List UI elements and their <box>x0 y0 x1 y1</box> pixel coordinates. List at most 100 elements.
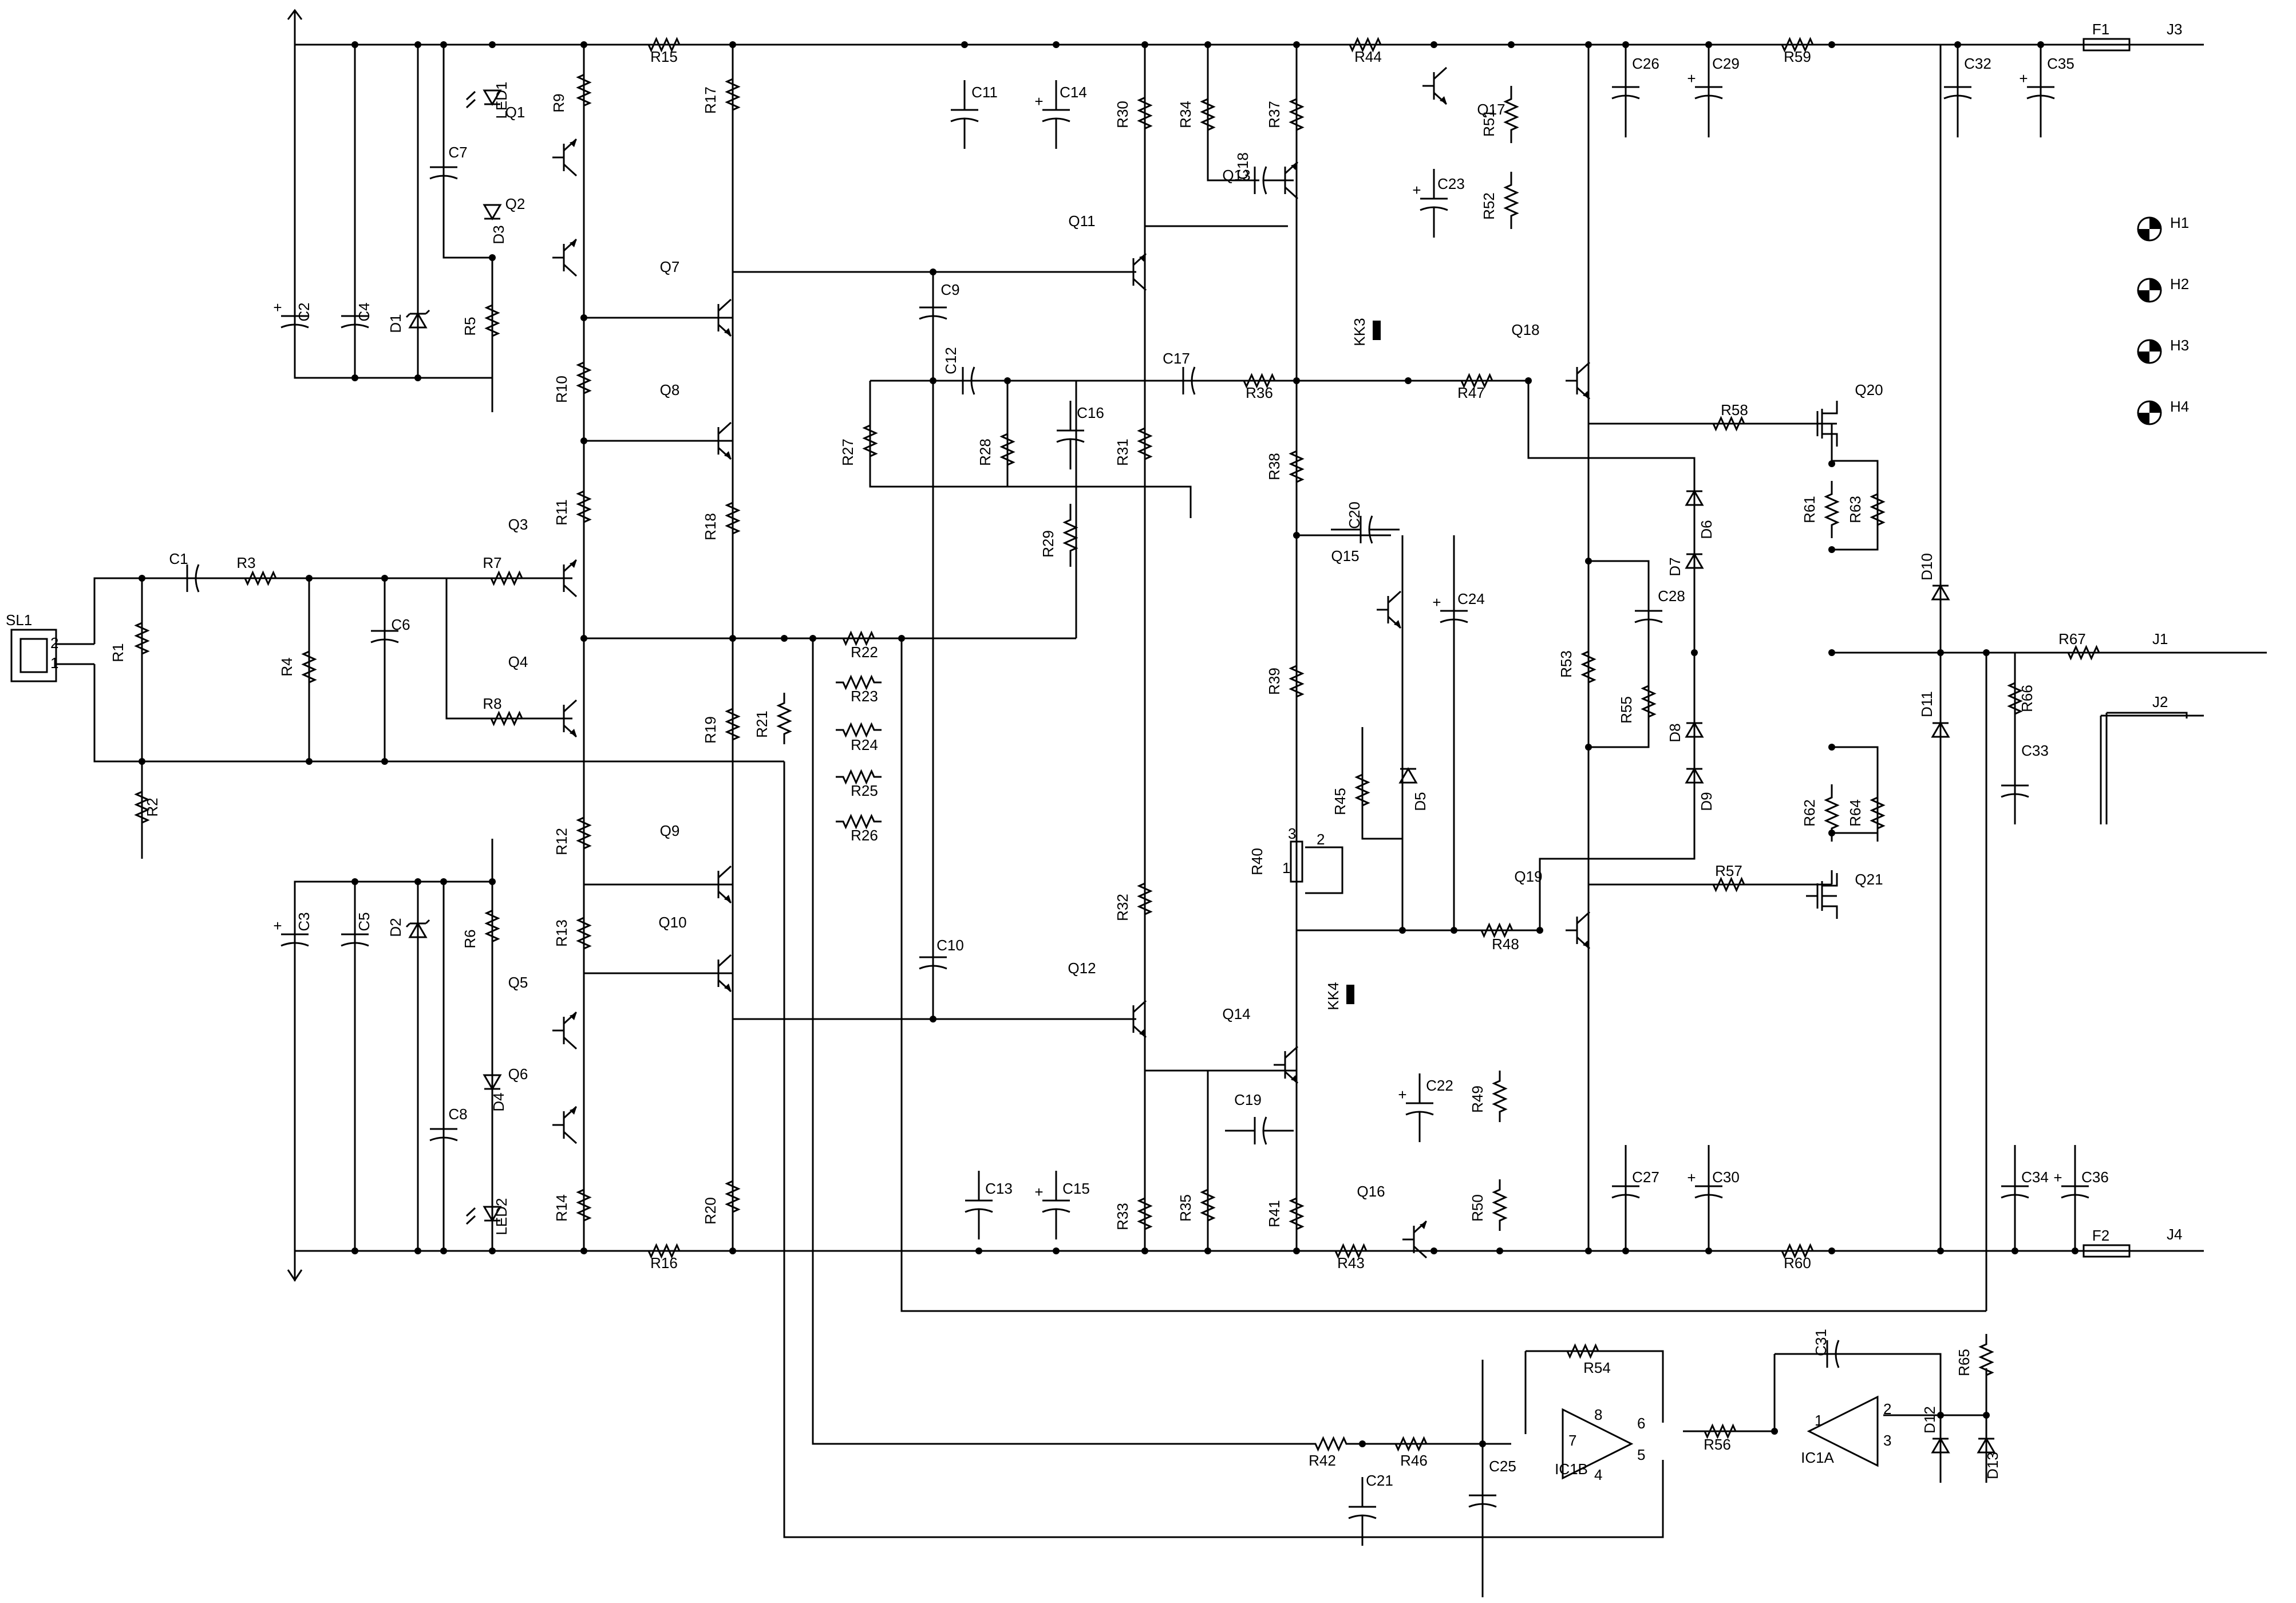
resistor-R58: R58 <box>1694 401 1763 432</box>
resistor-R24: R24 <box>836 722 882 753</box>
resistor-R1: R1 <box>109 607 150 670</box>
component-label: KK4 <box>1325 982 1342 1010</box>
capacitor-C17: C17 <box>1153 350 1222 395</box>
component-label: R49 <box>1469 1085 1486 1113</box>
resistor-R36: R36 <box>1231 373 1288 401</box>
junction-dot <box>381 575 388 582</box>
resistor-R26: R26 <box>836 814 882 844</box>
capacitor-C32: C32 <box>1943 55 1991 126</box>
component-label: R55 <box>1618 696 1635 724</box>
component-label: C14 <box>1060 84 1087 101</box>
transistor-Q8: Q8 <box>660 381 732 460</box>
resistor-R6: R6 <box>461 890 500 962</box>
component-label: R21 <box>753 710 770 738</box>
capacitor-C11: C11 <box>950 80 998 149</box>
component-label: D7 <box>1666 557 1684 576</box>
component-label: R15 <box>650 48 678 65</box>
junction-dot <box>580 314 587 321</box>
component-label: R52 <box>1480 192 1497 220</box>
component-label: C11 <box>971 84 998 101</box>
transistor-Q15: Q15 <box>1331 547 1402 629</box>
junction-dot <box>961 41 968 48</box>
capacitor-C33: C33 <box>2001 742 2049 824</box>
component-label: R39 <box>1266 668 1283 695</box>
junction-dot <box>729 41 736 48</box>
resistor-R16: R16 <box>630 1243 698 1272</box>
component-label: C19 <box>1234 1091 1262 1108</box>
component-label: C23 <box>1437 175 1465 192</box>
component-label: R40 <box>1248 848 1266 875</box>
component-label: C24 <box>1457 590 1485 607</box>
junction-dot <box>306 758 313 765</box>
capacitor-C2: +C2 <box>273 286 313 355</box>
component-label: Q8 <box>660 381 680 398</box>
diode-D2: D2 <box>387 918 430 938</box>
component-label: R22 <box>851 643 878 661</box>
component-label: R65 <box>1955 1349 1973 1376</box>
resistor-R46: R46 <box>1380 1436 1443 1469</box>
component-label: R53 <box>1558 650 1575 678</box>
component-label: R57 <box>1715 862 1742 879</box>
resistor-R29: R29 <box>1040 504 1078 567</box>
junction-dot <box>1536 927 1543 934</box>
resistor-R19: R19 <box>702 693 741 756</box>
component-label: C29 <box>1712 55 1740 72</box>
resistor-R50: R50 <box>1469 1179 1508 1231</box>
component-label: 6 <box>1637 1415 1645 1432</box>
component-label: C22 <box>1426 1077 1453 1094</box>
transistor-Q20: Q20 <box>1806 381 1883 447</box>
component-label: Q17 <box>1477 101 1505 118</box>
transistor-Q19: Q19 <box>1514 868 1591 950</box>
component-label: R46 <box>1400 1452 1428 1469</box>
junction-dot <box>1293 532 1300 539</box>
component-label: + <box>2053 1169 2062 1186</box>
component-label: R9 <box>550 93 567 112</box>
component-label: + <box>2019 70 2028 87</box>
capacitor-C1: C1 <box>157 550 226 593</box>
supply-arrow-bottom <box>287 1269 303 1282</box>
diode-D8: D8 <box>1666 721 1704 743</box>
component-label: Q19 <box>1514 868 1542 885</box>
junction-dot <box>580 437 587 444</box>
resistor-R60: R60 <box>1763 1243 1832 1272</box>
junction-dot <box>489 254 496 261</box>
resistor-R32: R32 <box>1114 876 1153 922</box>
junction-dot <box>930 1016 936 1022</box>
transistor-Q11: Q11 <box>1068 212 1147 291</box>
junction-dot <box>1004 377 1011 384</box>
resistor-R9: R9 <box>550 66 592 114</box>
junction-dot <box>1705 1247 1712 1254</box>
capacitor-C6: C6 <box>370 601 410 670</box>
terminal-J1: J1 <box>2152 630 2204 654</box>
resistor-R3: R3 <box>229 554 292 586</box>
diode-D7: D7 <box>1666 552 1704 577</box>
component-label: D4 <box>490 1092 507 1111</box>
wire <box>2107 712 2188 718</box>
resistor-R4: R4 <box>278 635 317 698</box>
component-label: C32 <box>1964 55 1991 72</box>
resistor-R5: R5 <box>461 286 500 355</box>
component-label: IC1B <box>1555 1460 1588 1478</box>
component-label: Q6 <box>508 1065 528 1083</box>
heatsink-contact-KK3: KK3 <box>1351 318 1381 346</box>
junction-dot <box>1204 1247 1211 1254</box>
junction-dot <box>580 635 587 642</box>
resistor-R49: R49 <box>1469 1071 1508 1122</box>
component-label: + <box>273 299 282 316</box>
component-label: R62 <box>1801 799 1818 827</box>
component-label: Q3 <box>508 516 528 533</box>
component-label: + <box>273 917 282 934</box>
transistor-Q17: Q17 <box>1422 66 1505 118</box>
component-label: 1 <box>1815 1412 1823 1429</box>
resistor-R45: R45 <box>1331 761 1370 819</box>
component-label: D10 <box>1918 553 1935 581</box>
transistor-Q6: Q6 <box>508 1065 578 1144</box>
component-label: R64 <box>1847 799 1864 827</box>
component-label: C17 <box>1163 350 1190 367</box>
component-label: 2 <box>1317 831 1325 848</box>
resistor-R66: R66 <box>2007 670 2036 727</box>
diode-D10: D10 <box>1918 553 1950 601</box>
capacitor-C22: +C22 <box>1398 1073 1453 1142</box>
